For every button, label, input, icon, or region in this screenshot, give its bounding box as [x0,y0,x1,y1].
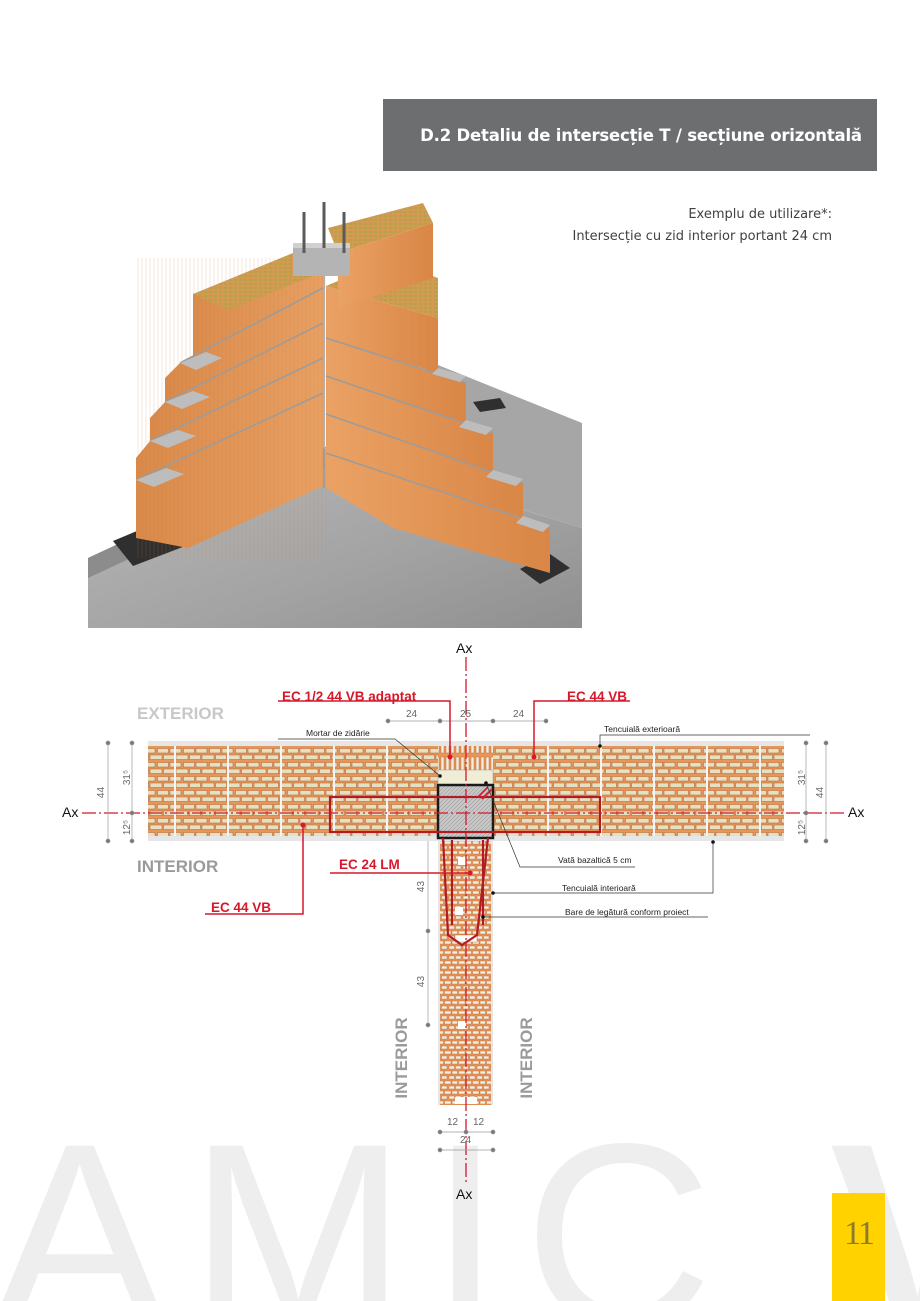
usage-description: Intersecție cu zid interior portant 24 c… [572,229,832,244]
technical-drawing [82,657,845,1183]
section-title: D.2 Detaliu de intersecție T / secțiune … [420,125,862,145]
watermark-text-light: AMIC [0,1089,830,1301]
page-number-tab: 11 [832,1193,885,1301]
section-header-bar: D.2 Detaliu de intersecție T / secțiune … [383,99,877,171]
usage-label: Exemplu de utilizare*: [688,207,832,222]
page-number: 11 [844,1215,875,1252]
usage-example: Exemplu de utilizare*: Intersecție cu zi… [572,204,832,248]
wall-render-image [88,202,582,628]
